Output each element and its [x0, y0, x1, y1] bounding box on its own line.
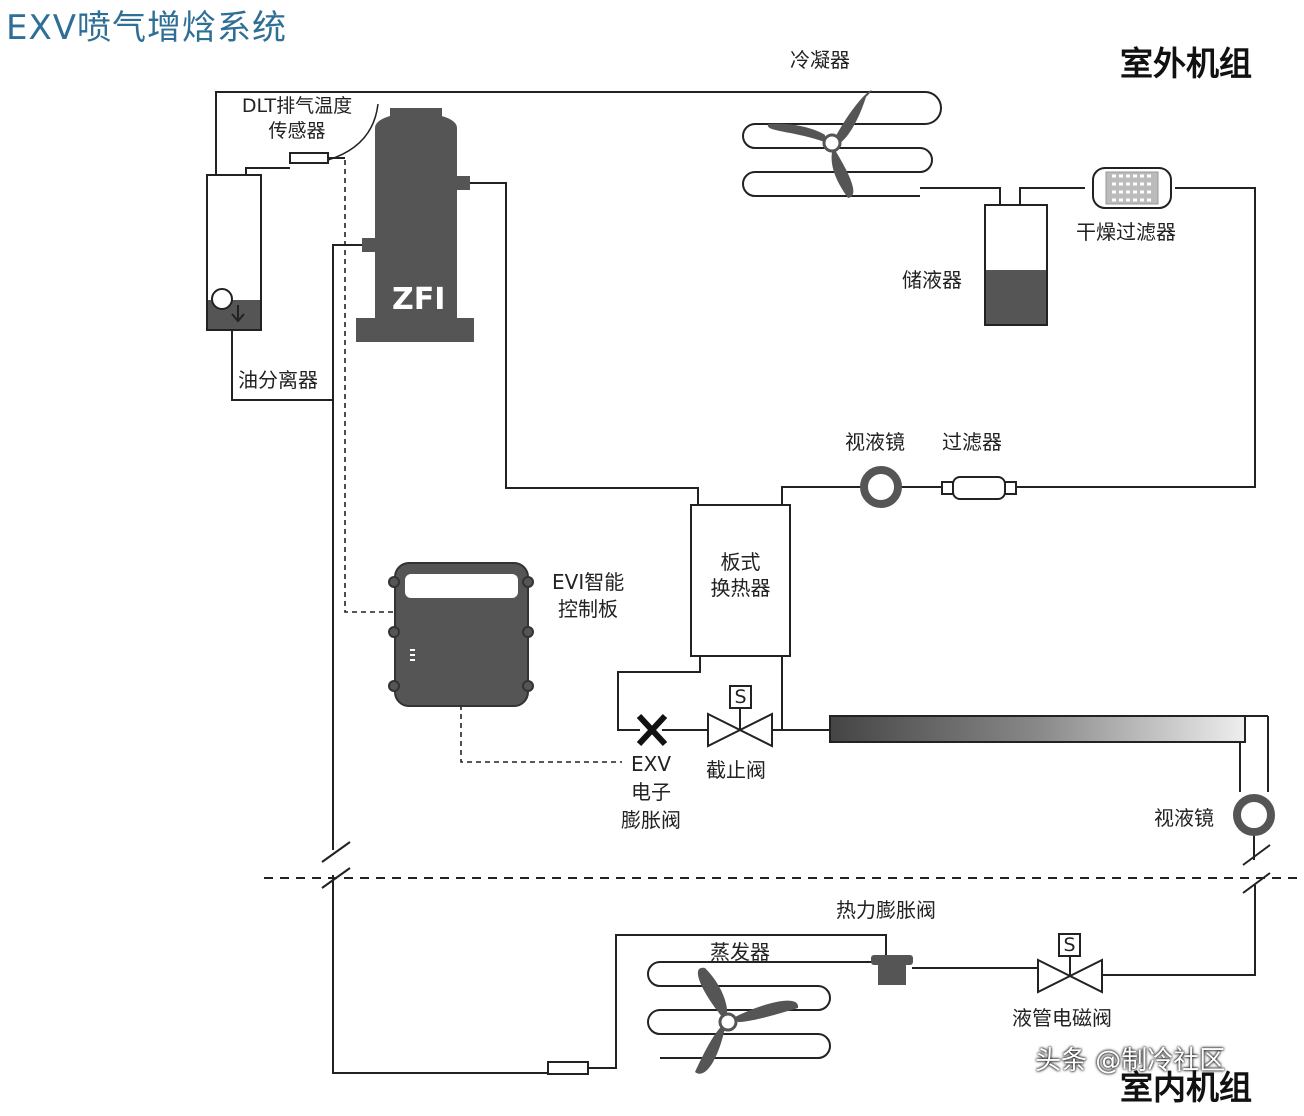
discharge-line — [215, 91, 925, 175]
evaporator-out — [588, 934, 887, 1069]
suction-lower — [332, 875, 548, 1074]
solenoid-mark-1: S — [734, 686, 747, 708]
oil-float — [211, 288, 233, 310]
filter-label: 过滤器 — [942, 430, 1002, 454]
dlt-sensor-label-2: 传感器 — [268, 120, 326, 142]
txv-valve-icon — [871, 955, 913, 985]
evi-control-board — [388, 562, 534, 707]
dlt-sensor-label-1: DLT排气温度 — [241, 95, 353, 117]
stop-valve-label: 截止阀 — [706, 758, 766, 782]
plate-hx-label-1: 板式 — [720, 550, 761, 574]
solenoid-to-right — [1100, 885, 1256, 976]
filter — [941, 476, 1017, 500]
sight-glass-top-label: 视液镜 — [845, 430, 905, 454]
break-mark — [1242, 844, 1271, 866]
dlt-sensor — [289, 152, 329, 164]
evaporator-fan-icon — [695, 967, 799, 1074]
dryer-filter-label: 干燥过滤器 — [1076, 220, 1176, 244]
dryer-to-right — [1015, 187, 1256, 488]
exv-label-1: EXV — [630, 752, 672, 776]
sight-glass-right-label: 视液镜 — [1154, 806, 1214, 830]
exv-valve-icon — [636, 713, 668, 747]
receiver-label: 储液器 — [902, 268, 962, 292]
condenser-fan-icon — [767, 90, 872, 198]
exv-label-2: 电子 — [631, 780, 671, 804]
indoor-unit-title: 室内机组 — [1120, 1068, 1252, 1107]
compressor — [356, 108, 474, 342]
break-mark — [321, 841, 351, 863]
break-mark — [321, 867, 351, 889]
sensor-leader — [327, 103, 379, 161]
liquid-pipe — [829, 715, 1246, 743]
exv-wire — [460, 705, 622, 763]
solenoid-mark-2: S — [1063, 934, 1076, 956]
sensor-wire — [344, 160, 394, 613]
suction-sensor — [547, 1061, 589, 1075]
sight-glass-icon — [1233, 794, 1275, 836]
oil-separator-inlet — [245, 167, 290, 175]
oil-return — [231, 330, 333, 401]
condenser-coil — [742, 91, 942, 197]
receiver-to-dryer — [1019, 187, 1085, 210]
evi-board-label-1: EVI智能 — [552, 570, 625, 594]
solenoid-valve-icon — [1037, 933, 1103, 994]
dryer-filter — [1092, 167, 1172, 209]
right-liquid-pipe — [1239, 716, 1269, 792]
receiver-liquid — [986, 270, 1046, 324]
suction-line — [332, 244, 372, 850]
txv-label: 热力膨胀阀 — [836, 898, 936, 922]
plate-hx-label-2: 换热器 — [710, 576, 771, 600]
exv-label-3: 膨胀阀 — [621, 808, 681, 832]
watermark: 头条 @制冷社区 — [1035, 1046, 1226, 1076]
liquid-pipe-corner — [1245, 716, 1268, 742]
evaporator-label: 蒸发器 — [710, 940, 770, 964]
compressor-label: ZFI — [392, 282, 446, 317]
evi-board-label-2: 控制板 — [558, 597, 618, 621]
sight-glass-icon — [860, 466, 902, 508]
diagram-title: EXV喷气增焓系统 — [6, 8, 288, 48]
oil-separator-label: 油分离器 — [238, 368, 318, 392]
break-mark — [1242, 872, 1271, 894]
compressor-to-hx — [470, 182, 699, 505]
liquid-solenoid-label: 液管电磁阀 — [1012, 1006, 1112, 1030]
solenoid-valve-icon — [707, 685, 773, 748]
sight-to-hx — [781, 486, 862, 505]
plate-heat-exchanger — [690, 504, 791, 657]
evaporator-coil — [647, 961, 887, 1059]
condenser-label: 冷凝器 — [790, 48, 850, 72]
outdoor-unit-title: 室外机组 — [1120, 44, 1252, 83]
oil-arrow-icon — [231, 305, 245, 323]
condenser-to-receiver — [920, 187, 1001, 210]
hx-to-exv — [617, 656, 701, 731]
